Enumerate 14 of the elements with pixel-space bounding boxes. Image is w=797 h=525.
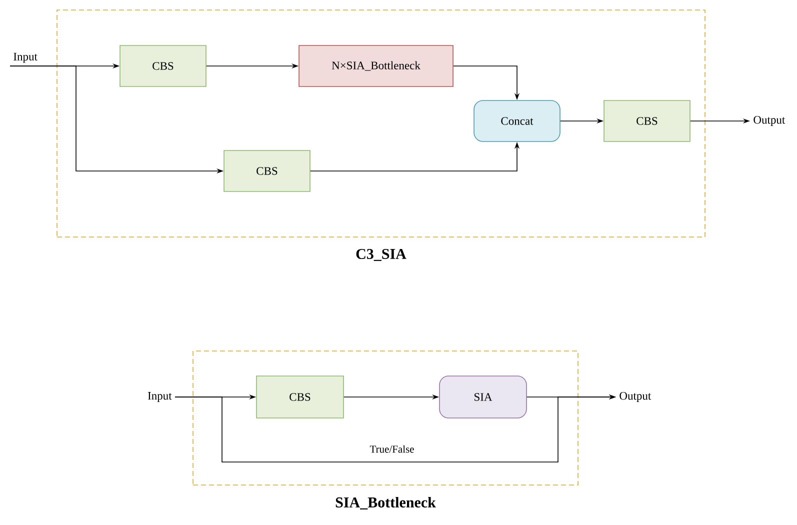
process-box: CBS (256, 376, 344, 418)
process-box: SIA (439, 376, 527, 418)
process-box: CBS (224, 150, 310, 192)
output-label: Output (754, 116, 786, 126)
input-label: Input (14, 52, 38, 63)
output-label: Output (620, 392, 652, 402)
input-label: Input (148, 392, 172, 402)
process-box: CBS (120, 45, 206, 87)
process-box: N×SIA_Bottleneck (298, 45, 454, 87)
process-box: Concat (474, 100, 560, 142)
process-box: CBS (604, 100, 690, 142)
edge-label: True/False (368, 444, 416, 454)
node-label: SIA_Bottleneck (336, 496, 436, 510)
node-label: C3_SIA (356, 248, 406, 261)
